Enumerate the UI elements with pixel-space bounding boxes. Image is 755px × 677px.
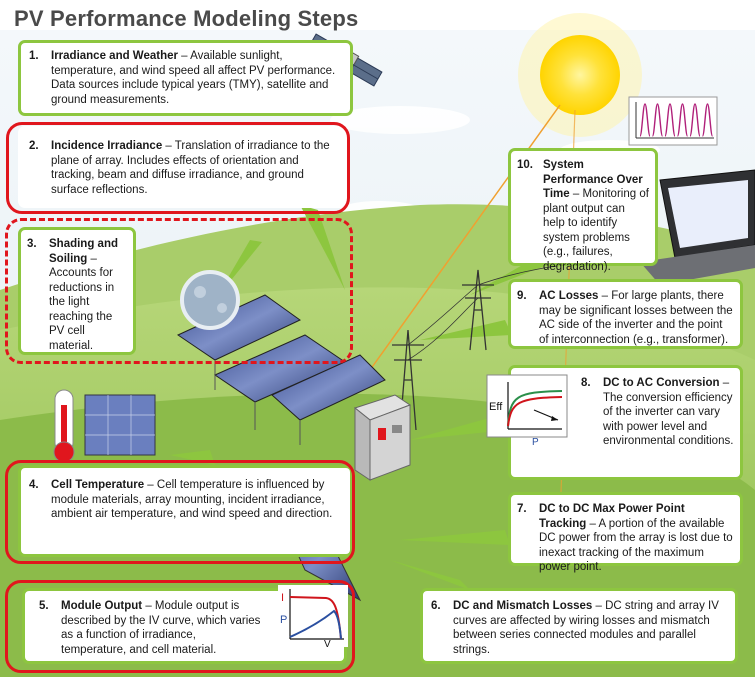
daily-peak-line — [689, 103, 701, 137]
step-description: Accounts for reductions in the light rea… — [49, 267, 115, 352]
step-heading: Irradiance and Weather — [51, 50, 178, 62]
step-description: Available sunlight, temperature, and win… — [51, 50, 336, 106]
soiling-magnifier — [180, 270, 240, 330]
step-description: Monitoring of plant output can help to i… — [543, 188, 649, 273]
step-number: 1. — [29, 50, 39, 62]
daily-peak-line — [664, 103, 676, 137]
step-description: Module output is described by the IV cur… — [61, 600, 261, 656]
step-number: 2. — [29, 140, 39, 152]
sun-icon — [540, 35, 620, 115]
transmission-tower — [392, 259, 601, 431]
thermometer-icon — [53, 389, 75, 463]
step-number: 7. — [517, 503, 527, 515]
iv-v-label: V — [324, 639, 331, 647]
step-description: A portion of the available DC power from… — [539, 517, 733, 574]
step-description: For large plants, there may be significa… — [539, 290, 733, 346]
solar-cell-closeup — [84, 394, 156, 456]
laptop-monitor-icon — [640, 169, 755, 285]
daily-peak-line — [651, 103, 664, 137]
step-9-ac-losses: 9. AC Losses – For large plants, there m… — [508, 279, 743, 349]
step-heading: Cell Temperature — [51, 479, 145, 491]
step-3-shading-soiling: 3. Shading and Soiling – Accounts for re… — [18, 227, 136, 355]
step-description: Translation of irradiance to the plane o… — [51, 140, 330, 196]
daily-peak-line — [676, 103, 689, 137]
iv-curve-chart: I P V — [278, 585, 348, 647]
step-heading: DC to AC Conversion — [603, 377, 720, 389]
iv-power-curve — [289, 609, 342, 640]
step-6-dc-mismatch-losses: 6. DC and Mismatch Losses – DC string an… — [420, 588, 738, 664]
step-heading: AC Losses — [539, 290, 599, 302]
step-heading: DC to DC Max Power Point Tracking — [539, 503, 685, 530]
page-title: PV Performance Modeling Steps — [14, 6, 359, 31]
eff-axis-label: Eff — [489, 401, 503, 413]
step-10-system-performance: 10. System Performance Over Time – Monit… — [508, 148, 658, 273]
step-number: 3. — [27, 238, 37, 250]
step-number: 8. — [581, 377, 591, 389]
step-number: 10. — [517, 159, 533, 171]
step-2-incidence-irradiance: 2. Incidence Irradiance – Translation of… — [18, 126, 348, 208]
step-heading: DC and Mismatch Losses — [453, 600, 593, 612]
step-number: 9. — [517, 290, 527, 302]
highlight-step-5 — [5, 580, 355, 673]
step-number: 4. — [29, 479, 39, 491]
solar-panel-array — [176, 294, 386, 445]
efficiency-chart: Eff P — [486, 374, 568, 446]
step-number: 6. — [431, 600, 441, 612]
power-axis-label: P — [532, 437, 539, 446]
step-4-cell-temperature: 4. Cell Temperature – Cell temperature i… — [18, 465, 353, 557]
step-heading: Module Output — [61, 600, 143, 612]
daily-peak-line — [639, 103, 651, 137]
iv-p-label: P — [280, 614, 287, 626]
highlight-step-4 — [5, 460, 355, 564]
iv-i-label: I — [281, 592, 284, 604]
step-description: Cell temperature is influenced by module… — [51, 479, 333, 520]
highlight-step-2 — [6, 122, 350, 214]
step-heading: Shading and Soiling — [49, 238, 118, 265]
performance-time-chart — [628, 96, 718, 146]
step-heading: System Performance Over Time — [543, 159, 643, 200]
step-7-mppt: 7. DC to DC Max Power Point Tracking – A… — [508, 492, 743, 573]
step-description: DC string and array IV curves are affect… — [453, 600, 719, 656]
step-heading: Incidence Irradiance — [51, 140, 163, 152]
step-description: The conversion efficiency of the inverte… — [603, 391, 734, 448]
daily-peak-line — [701, 103, 714, 137]
daily-output-peaks — [639, 103, 714, 137]
step-1-irradiance-weather: 1. Irradiance and Weather – Available su… — [18, 40, 353, 116]
step-number: 5. — [39, 600, 49, 612]
highlight-step-3 — [5, 218, 353, 364]
inverter-icon — [353, 394, 412, 481]
eff-curve-2 — [507, 396, 563, 427]
